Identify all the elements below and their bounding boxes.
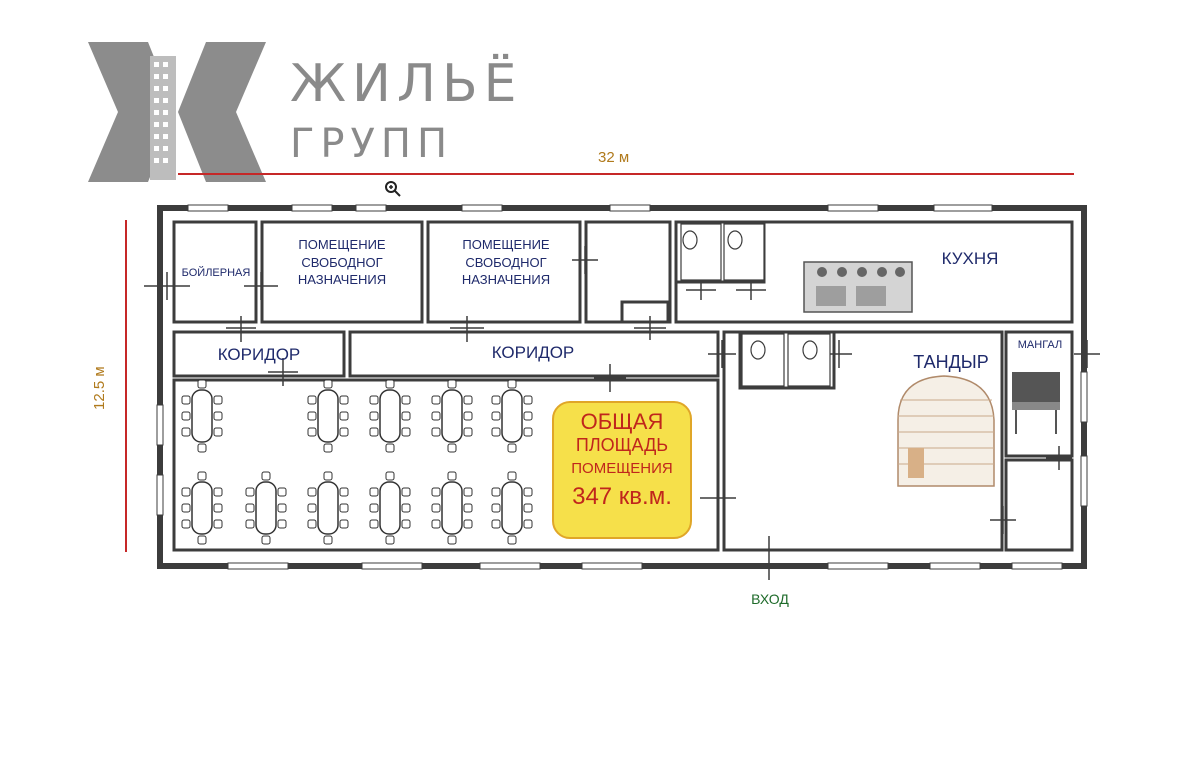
windows <box>156 204 1088 570</box>
dining-table <box>491 379 533 453</box>
label-free-1: ПОМЕЩЕНИЕ СВОБОДНОГ НАЗНАЧЕНИЯ <box>270 236 414 289</box>
label-free-2: ПОМЕЩЕНИЕ СВОБОДНОГ НАЗНАЧЕНИЯ <box>436 236 576 289</box>
dining-table <box>369 379 411 453</box>
room-tandoor <box>722 330 1004 552</box>
dining-table <box>181 471 223 545</box>
label-boiler: БОЙЛЕРНАЯ <box>181 267 251 279</box>
total-area-line-3: ПОМЕЩЕНИЯ <box>571 460 673 477</box>
label-free-1-line-3: НАЗНАЧЕНИЯ <box>297 272 387 288</box>
total-area-line-1: ОБЩАЯ <box>580 409 664 434</box>
height-dimension-label: 12.5 м <box>90 366 108 410</box>
hall <box>172 378 720 552</box>
dining-table <box>431 379 473 453</box>
logo-line-2: ГРУПП <box>290 121 454 167</box>
room-free-2 <box>426 220 582 324</box>
label-free-2-line-2: СВОБОДНОГ <box>465 254 547 270</box>
toilets <box>680 223 831 387</box>
room-storage <box>584 220 672 324</box>
stove-icon <box>803 261 913 313</box>
corridor-1 <box>172 330 346 378</box>
label-tandoor: ТАНДЫР <box>913 352 989 372</box>
grill-icon <box>1012 372 1060 434</box>
zoom-in-icon[interactable] <box>384 180 402 198</box>
width-dimension-label: 32 м <box>598 149 630 166</box>
logo-line-1: ЖИЛЬЁ <box>290 54 523 114</box>
total-area-line-2: ПЛОЩАДЬ <box>575 435 669 455</box>
label-free-1-line-1: ПОМЕЩЕНИЕ <box>298 237 386 252</box>
dining-table <box>369 471 411 545</box>
room-boiler <box>172 220 258 324</box>
dining-table <box>307 471 349 545</box>
building-logo <box>88 42 266 182</box>
label-free-2-line-3: НАЗНАЧЕНИЯ <box>461 272 551 288</box>
label-free-2-line-1: ПОМЕЩЕНИЕ <box>462 237 550 252</box>
total-area-badge: ОБЩАЯ ПЛОЩАДЬ ПОМЕЩЕНИЯ 347 кв.м. <box>552 401 692 539</box>
room-free-1 <box>260 220 424 324</box>
dining-tables <box>181 379 533 545</box>
tandoor-icon <box>897 375 995 487</box>
label-corridor-2: КОРИДОР <box>491 343 575 362</box>
label-kitchen: КУХНЯ <box>941 249 999 268</box>
room-small <box>1004 458 1074 552</box>
dining-table <box>491 471 533 545</box>
room-kitchen <box>674 220 1074 324</box>
label-entrance: ВХОД <box>751 591 789 607</box>
room-grill <box>1004 330 1074 458</box>
label-grill: МАНГАЛ <box>1017 339 1063 351</box>
room-wc-2 <box>738 330 836 390</box>
label-corridor-1: КОРИДОР <box>217 345 301 364</box>
total-area-line-4: 347 кв.м. <box>572 483 672 510</box>
dining-table <box>181 379 223 453</box>
label-free-1-line-2: СВОБОДНОГ <box>301 254 383 270</box>
dining-table <box>431 471 473 545</box>
dining-table <box>245 471 287 545</box>
dining-table <box>307 379 349 453</box>
door-marks <box>144 246 1100 580</box>
stair-box <box>620 300 670 324</box>
